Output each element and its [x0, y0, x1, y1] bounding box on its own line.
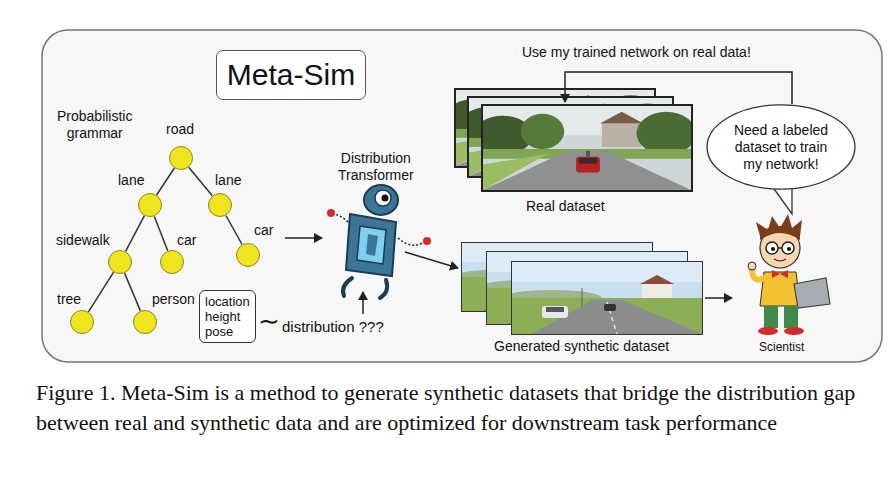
tree-edge [88, 272, 113, 312]
robot-figure [327, 185, 431, 298]
grammar-node: tree [70, 310, 94, 334]
tree-edge [189, 167, 213, 196]
tree-edge [157, 168, 175, 195]
flow-arrow [362, 292, 364, 314]
node-label: lane [118, 172, 144, 189]
node-label: tree [57, 291, 81, 308]
bubble-text: Need a labeled dataset to train my netwo… [725, 122, 837, 173]
attribute-box: location height pose [199, 290, 256, 343]
text-label: Real dataset [526, 198, 605, 215]
text-label: Use my trained network on real data! [522, 44, 751, 61]
bubble-tail [772, 186, 792, 214]
attribute-text: location height pose [205, 294, 250, 339]
grammar-node: road [169, 146, 193, 170]
grammar-node: lane [208, 193, 232, 217]
tree-edge [125, 273, 141, 311]
text-label: Scientist [759, 340, 804, 354]
scientist-figure [748, 214, 830, 335]
panel-frame [42, 30, 882, 362]
node-label: car [177, 232, 196, 249]
feedback-arrow [565, 72, 792, 104]
node-label: road [166, 121, 194, 138]
title-box: Meta-Sim [216, 50, 366, 100]
node-label: lane [215, 172, 241, 189]
node-label: person [152, 291, 195, 308]
bubble-ellipse [707, 105, 855, 189]
grammar-node: person [133, 310, 157, 334]
flow-arrow [705, 297, 732, 299]
node-label: sidewalk [56, 232, 110, 249]
node-label: car [254, 222, 273, 239]
text-label: ∼ [258, 306, 280, 337]
text-label: distribution ??? [282, 318, 384, 336]
grammar-node: car [236, 243, 260, 267]
text-label: Distribution Transformer [338, 150, 414, 184]
grammar-node: sidewalk [108, 250, 132, 274]
speech-bubble: Need a labeled dataset to train my netwo… [706, 104, 856, 190]
grammar-node: lane [138, 193, 162, 217]
text-label: Generated synthetic dataset [494, 338, 669, 355]
flow-arrow [285, 237, 322, 239]
flow-arrow [405, 252, 458, 268]
real-image-stack [447, 88, 696, 192]
text-label: Probabilistic grammar [57, 108, 132, 142]
tree-edge [126, 216, 145, 252]
tree-edge [226, 216, 242, 245]
title-text: Meta-Sim [227, 58, 355, 92]
tree-edge [154, 216, 167, 251]
synthetic-image-stack [452, 242, 703, 335]
figure-caption: Figure 1. Meta-Sim is a method to genera… [36, 378, 888, 438]
grammar-node: car [160, 250, 184, 274]
